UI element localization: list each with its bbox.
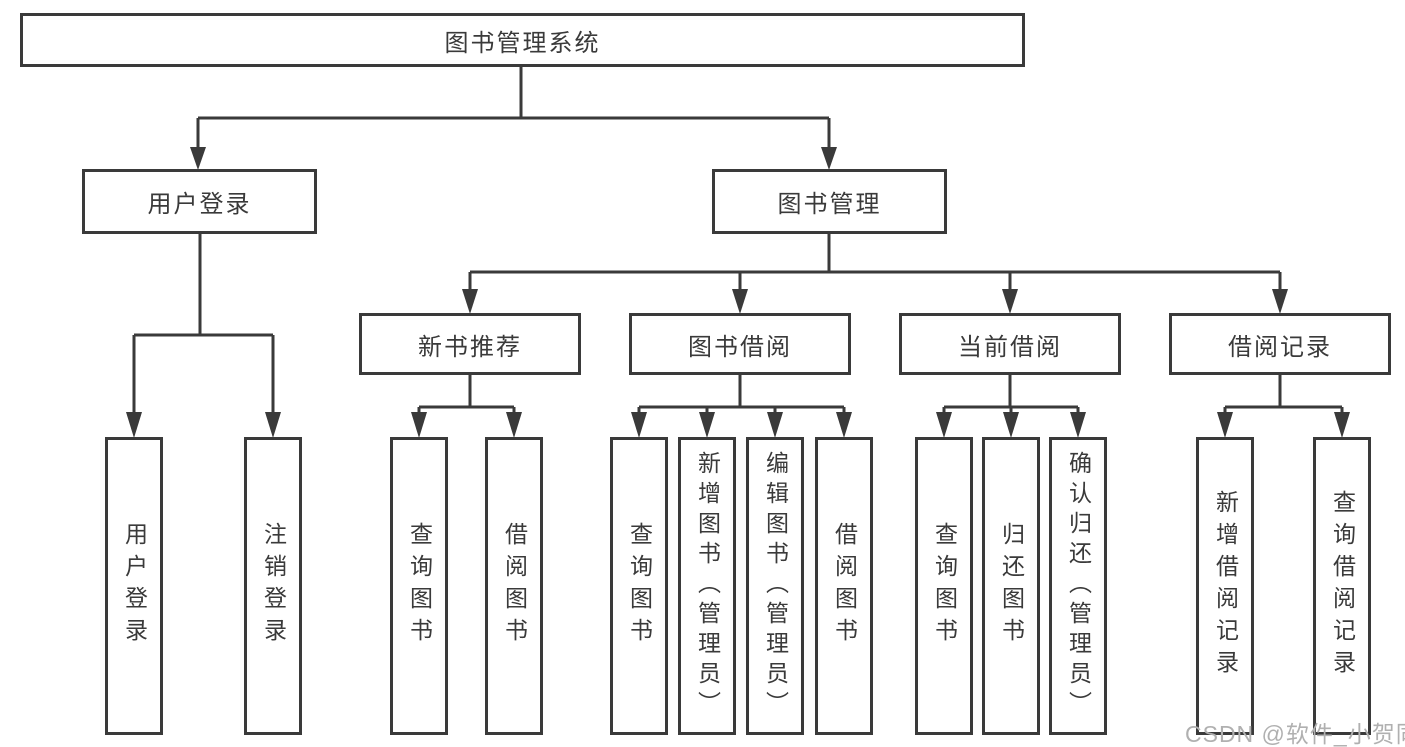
leaf-query-books-recommend: 查询图书 [390, 437, 448, 735]
leaf-query-books-borrow: 查询图书 [610, 437, 668, 735]
leaf-edit-book-admin: 编辑图书（管理员） [746, 437, 804, 735]
node-user-login: 用户登录 [82, 169, 317, 234]
leaf-query-borrow-record: 查询借阅记录 [1313, 437, 1371, 735]
leaf-add-borrow-record: 新增借阅记录 [1196, 437, 1254, 735]
node-library-management-system: 图书管理系统 [20, 13, 1025, 67]
leaf-confirm-return-admin: 确认归还（管理员） [1049, 437, 1107, 735]
connector-book-management-to-level3 [468, 234, 1282, 290]
leaf-user-login: 用户登录 [105, 437, 163, 735]
connector-root-to-level2 [196, 67, 831, 150]
csdn-watermark: CSDN @软件_小贺同学 [1185, 721, 1405, 747]
leaf-query-books-current: 查询图书 [915, 437, 973, 735]
leaf-return-book: 归还图书 [982, 437, 1040, 735]
connector-current-borrow-to-children [942, 375, 1080, 414]
connector-book-borrow-to-children [637, 375, 846, 414]
node-new-book-recommend: 新书推荐 [359, 313, 581, 375]
node-book-borrow: 图书借阅 [629, 313, 851, 375]
node-current-borrow: 当前借阅 [899, 313, 1121, 375]
leaf-logout-login: 注销登录 [244, 437, 302, 735]
connector-user-login-to-children [132, 234, 275, 414]
node-borrow-records: 借阅记录 [1169, 313, 1391, 375]
leaf-borrow-books-recommend: 借阅图书 [485, 437, 543, 735]
leaf-borrow-books: 借阅图书 [815, 437, 873, 735]
arrowheads [126, 147, 1350, 438]
leaf-add-book-admin: 新增图书（管理员） [678, 437, 736, 735]
connector-borrow-records-to-children [1223, 375, 1344, 414]
node-book-management: 图书管理 [712, 169, 947, 234]
connector-new-book-to-children [417, 375, 516, 414]
